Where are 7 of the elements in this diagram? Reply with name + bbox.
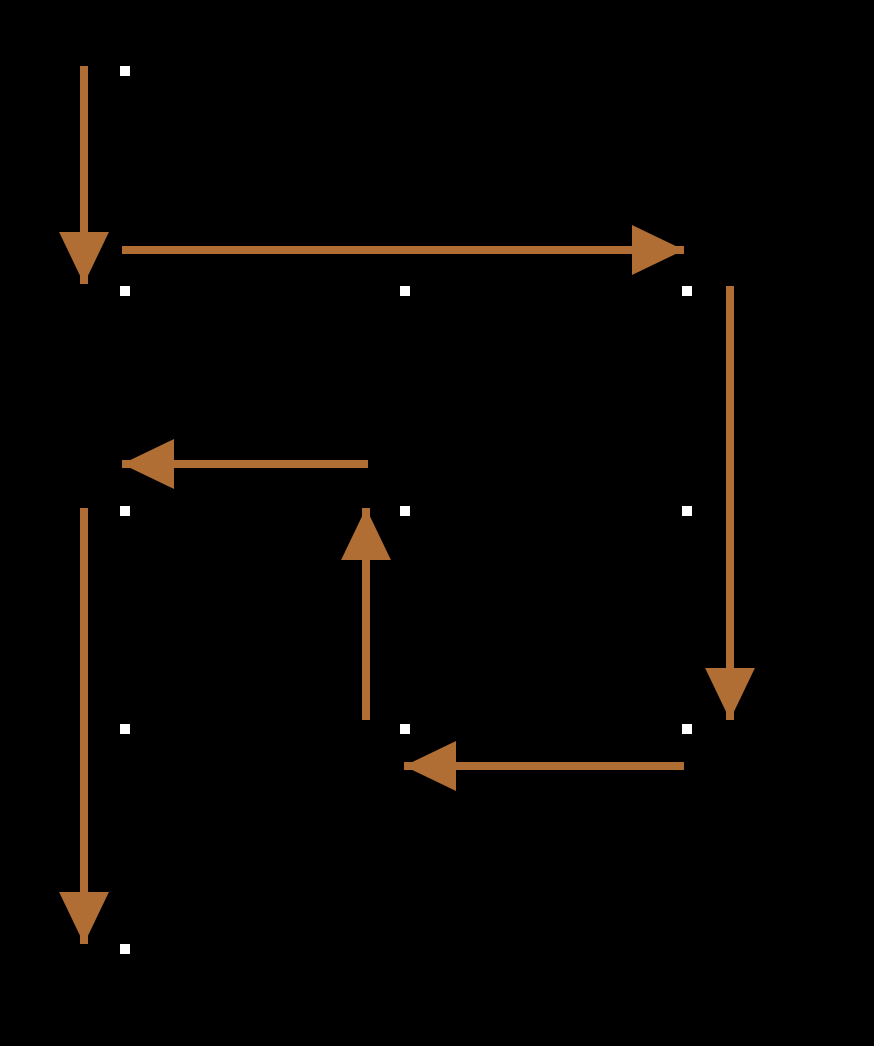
arrow: [705, 286, 755, 720]
arrow: [404, 741, 684, 791]
arrow: [59, 66, 109, 284]
arrow: [122, 439, 368, 489]
arrow: [341, 508, 391, 720]
arrow: [59, 508, 109, 944]
arrow: [122, 225, 684, 275]
